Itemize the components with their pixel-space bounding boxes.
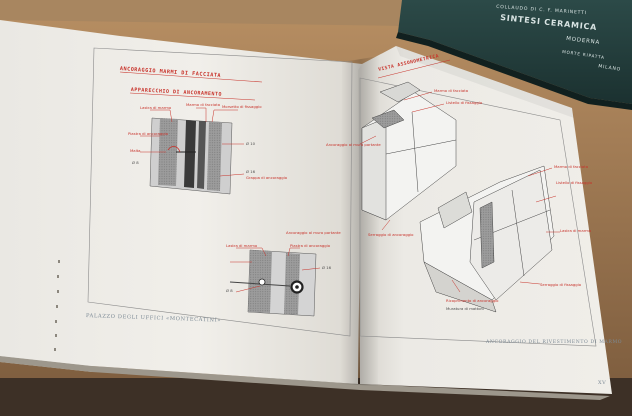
- right-frame: [359, 77, 597, 347]
- lower-axonometric-drawing: [419, 165, 560, 313]
- blue-book-edge: [396, 32, 632, 110]
- upper-section-drawing: [140, 107, 245, 195]
- binding-holes: [54, 260, 60, 351]
- upper-axonometric-drawing: [359, 81, 457, 231]
- right-page-shadow: [396, 46, 574, 118]
- page-stack-bottom: [0, 356, 610, 400]
- lower-section-drawing: [229, 247, 321, 317]
- blue-book: [398, 0, 632, 104]
- back-book: [0, 0, 408, 26]
- left-frame: [87, 47, 353, 337]
- left-page: [0, 20, 362, 384]
